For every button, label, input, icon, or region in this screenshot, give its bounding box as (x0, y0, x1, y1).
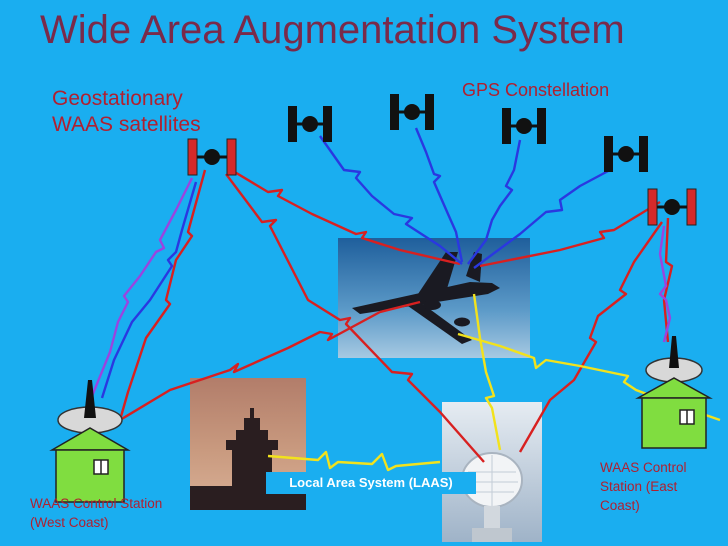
gps-satellite-icon (390, 94, 434, 130)
purple-link-east-sat2 (658, 225, 672, 343)
geostationary-label: Geostationary WAAS satellites (52, 87, 201, 136)
red-link-sat2-dish (518, 221, 663, 453)
blue-link-gps3 (467, 139, 522, 265)
laas-label: Local Area System (LAAS) (266, 472, 476, 494)
airplane-photo (338, 238, 530, 358)
purple-signal-links (90, 177, 672, 397)
red-link-west-plane (119, 300, 421, 422)
red-link-sat1-west (118, 169, 207, 421)
blue-link-gps4 (473, 168, 611, 269)
gps-constellation-label: GPS Constellation (462, 80, 610, 100)
east-station-label: WAAS Control Station (East Coast) (600, 460, 687, 513)
page-title: Wide Area Augmentation System (40, 8, 625, 52)
red-link-sat1-plane (227, 166, 461, 266)
waas-satellite-icon (187, 138, 237, 176)
red-link-sat1-dish (225, 173, 485, 463)
blue-signal-links (100, 127, 611, 399)
red-link-sat2-plane (479, 200, 661, 268)
gps-satellite-icon (502, 108, 546, 144)
red-link-sat2-east (662, 217, 674, 343)
blue-link-gps2 (414, 127, 464, 263)
gps-satellite-icon (604, 136, 648, 172)
west-station-label: WAAS Control Station (West Coast) (30, 496, 163, 530)
blue-link-sat1-west (100, 181, 198, 399)
waas-satellite-icon (647, 188, 697, 226)
gps-satellite-icon (288, 106, 332, 142)
control-station-icon (635, 336, 713, 449)
yellow-link-tower-dish (267, 450, 441, 472)
red-signal-links (118, 166, 674, 463)
blue-link-gps1 (319, 135, 463, 265)
yellow-link-dish-plane (472, 293, 502, 451)
purple-link-west-sat1 (90, 177, 194, 397)
control-station-icon (49, 380, 131, 503)
